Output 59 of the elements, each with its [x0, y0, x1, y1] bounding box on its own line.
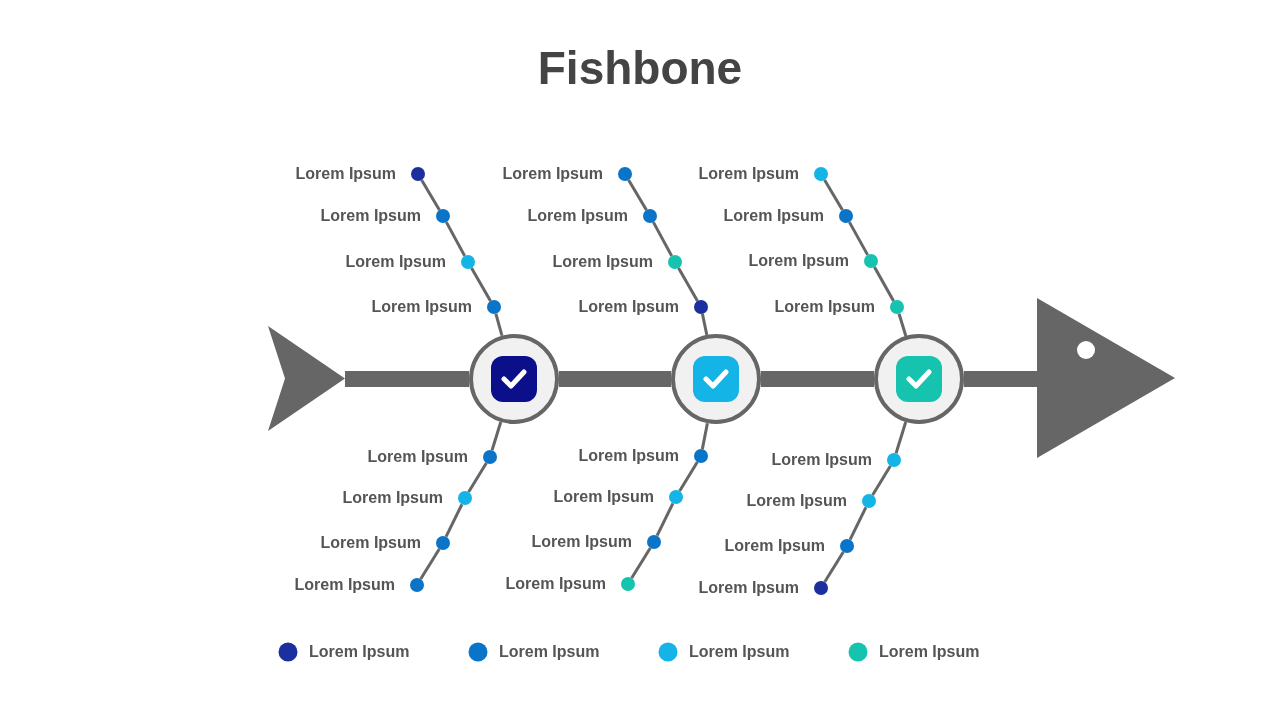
- spine-line: [964, 371, 1037, 387]
- fish-tail: [268, 326, 345, 431]
- branch-label: Lorem Ipsum: [294, 575, 395, 595]
- bone-line: [871, 465, 892, 496]
- branch-label: Lorem Ipsum: [320, 206, 421, 226]
- branch-label: Lorem Ipsum: [698, 164, 799, 184]
- bone-line: [467, 462, 488, 493]
- bone-line: [700, 422, 709, 450]
- fish-head: [1037, 298, 1175, 458]
- bone-line: [823, 551, 845, 583]
- branch-label: Lorem Ipsum: [771, 450, 872, 470]
- branch-label: Lorem Ipsum: [295, 164, 396, 184]
- branch-label: Lorem Ipsum: [505, 574, 606, 594]
- legend-label: Lorem Ipsum: [309, 642, 410, 662]
- bone-line: [678, 461, 699, 492]
- branch-label: Lorem Ipsum: [345, 252, 446, 272]
- bone-line: [444, 503, 464, 538]
- bone-line: [490, 421, 503, 451]
- branch-label: Lorem Ipsum: [367, 447, 468, 467]
- branch-label: Lorem Ipsum: [527, 206, 628, 226]
- branch-label: Lorem Ipsum: [502, 164, 603, 184]
- branch-label: Lorem Ipsum: [698, 578, 799, 598]
- bone-line: [894, 421, 908, 454]
- branch-label: Lorem Ipsum: [723, 206, 824, 226]
- spine-line: [761, 371, 874, 387]
- branch-label: Lorem Ipsum: [724, 536, 825, 556]
- bone-line: [897, 313, 908, 337]
- bone-line: [445, 221, 466, 257]
- branch-label: Lorem Ipsum: [553, 487, 654, 507]
- legend-label: Lorem Ipsum: [689, 642, 790, 662]
- branch-label: Lorem Ipsum: [531, 532, 632, 552]
- bone-line: [627, 179, 648, 211]
- branch-label: Lorem Ipsum: [552, 252, 653, 272]
- branch-label: Lorem Ipsum: [578, 446, 679, 466]
- branch-label: Lorem Ipsum: [371, 297, 472, 317]
- bone-line: [470, 267, 492, 302]
- branch-label: Lorem Ipsum: [746, 491, 847, 511]
- branch-label: Lorem Ipsum: [578, 297, 679, 317]
- bone-line: [677, 267, 699, 302]
- branch-label: Lorem Ipsum: [320, 533, 421, 553]
- bone-line: [655, 502, 675, 537]
- legend-label: Lorem Ipsum: [499, 642, 600, 662]
- bone-line: [848, 221, 869, 256]
- bone-line: [700, 313, 709, 336]
- bone-line: [652, 221, 673, 257]
- branch-label: Lorem Ipsum: [774, 297, 875, 317]
- bone-line: [494, 313, 504, 337]
- branch-label: Lorem Ipsum: [342, 488, 443, 508]
- bone-line: [848, 506, 868, 541]
- bone-line: [630, 547, 652, 579]
- spine-line: [559, 371, 671, 387]
- branch-label: Lorem Ipsum: [748, 251, 849, 271]
- bone-line: [823, 179, 844, 211]
- spine-line: [345, 371, 469, 387]
- legend-label: Lorem Ipsum: [879, 642, 980, 662]
- bone-line: [873, 266, 895, 302]
- title: Fishbone: [536, 41, 744, 96]
- bone-line: [420, 179, 441, 211]
- bone-line: [419, 548, 441, 580]
